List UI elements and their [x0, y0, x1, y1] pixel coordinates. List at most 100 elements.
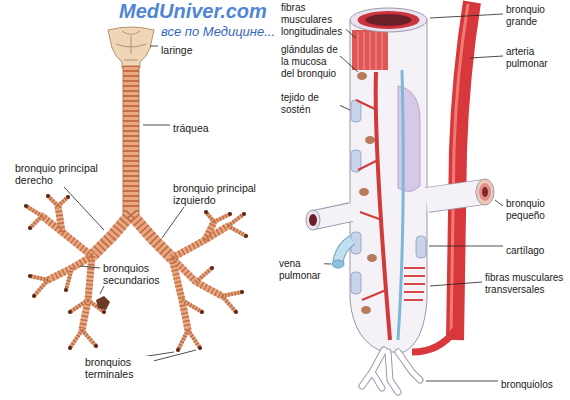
part-label: cartílago [505, 245, 545, 257]
label-slot: glándulas de la mucosa del bronquio [280, 44, 340, 81]
terminal-ends-part [28, 226, 32, 230]
terminal-ends-part [68, 346, 72, 350]
trachea [123, 66, 139, 218]
bronchus-opening [350, 8, 427, 32]
terminal-ends-part [242, 212, 246, 216]
terminal-ends-part [234, 310, 238, 314]
label-slot: fibras musculares transversales [484, 272, 566, 297]
terminal-ends-part [94, 344, 98, 348]
terminal-ends-part [28, 274, 32, 278]
label-slot: bronquiolos [500, 374, 566, 392]
small-bronchus [427, 192, 484, 200]
terminal-ends-part [244, 234, 248, 238]
part-label: fibras musculares transversales [484, 272, 566, 296]
small-bronchus-lumen [482, 187, 488, 197]
bronchus-wall [350, 20, 427, 352]
part-label: arteria pulmonar [505, 46, 565, 70]
side-bronchus-end [306, 210, 320, 230]
cartilage-plates-part [416, 236, 426, 258]
glands-part [365, 136, 375, 144]
part-label: bronquios terminales [84, 356, 154, 380]
terminal-ends-part [24, 204, 28, 208]
terminal-ends-part [204, 210, 208, 214]
longitudinal-fibres [352, 30, 388, 70]
label-slot: cartílago [505, 240, 565, 258]
terminal-ends [24, 194, 248, 352]
label-slot: MedUniver.com [118, 0, 288, 22]
part-label: bronquiolos [500, 379, 554, 391]
label-slot: bronquio grande [505, 4, 565, 29]
pulmonary-vein [338, 240, 352, 262]
label-slot: все по Медицине... [160, 22, 290, 40]
leader-lines-part [429, 246, 503, 247]
terminal-ends-part [68, 310, 72, 314]
label-slot: bronquio principal izquierdo [172, 182, 272, 208]
label-slot: bronquios terminales [84, 356, 154, 382]
part-label: glándulas de la mucosa del bronquio [280, 44, 340, 80]
terminal-ends-part [198, 346, 202, 350]
terminal-ends-part [210, 266, 214, 270]
label-slot: bronquios secundarios [102, 262, 166, 288]
larynx-detail [116, 31, 146, 60]
leader-lines-part [143, 125, 170, 126]
bronchioles [362, 350, 420, 392]
leader-lines-part [470, 56, 503, 58]
bronchus-tube [26, 196, 246, 350]
terminal-ends-part [66, 195, 70, 199]
glands-part [359, 188, 369, 196]
label-slot: arteria pulmonar [505, 46, 565, 71]
part-label: bronquio principal izquierdo [172, 182, 272, 206]
pulmonary-vein [338, 240, 352, 262]
bronchioles [362, 350, 420, 392]
transverse-fibres-part [404, 275, 425, 277]
bronchus-rings [92, 214, 172, 258]
fibre-lines [358, 32, 382, 70]
artery-twigs [356, 100, 386, 300]
transverse-fibres [404, 268, 425, 300]
bronchus-muscle-ring [358, 11, 420, 29]
pulmonary-artery-highlight [451, 4, 468, 336]
terminal-ends-part [176, 348, 180, 352]
transverse-fibres-part [404, 267, 425, 269]
bronchus-rings [26, 196, 246, 350]
small-bronchus-end [476, 179, 494, 205]
cartilage-plates [351, 100, 426, 294]
label-slot: tráquea [172, 118, 232, 136]
cartilage-plates-part [351, 100, 361, 122]
leader-lines-part [430, 14, 503, 18]
part-label: bronquio grande [505, 4, 565, 28]
glands-part [361, 306, 371, 314]
small-bronchus [426, 192, 484, 200]
bronchus-tube [92, 214, 172, 258]
part-label: bronquio principal derecho [14, 162, 114, 186]
leader-lines-part [80, 266, 100, 268]
bronchus-tube [42, 206, 228, 330]
terminal-ends-part [200, 310, 204, 314]
part-label: bronquios secundarios [102, 262, 166, 286]
terminal-ends-part [46, 194, 50, 198]
part-label: fibras musculares longitudinales [280, 2, 346, 38]
watermark: MedUniver.com [118, 0, 268, 22]
side-bronchus-lumen [309, 214, 317, 226]
transverse-fibres-part [404, 291, 424, 293]
transverse-fibres-part [404, 283, 425, 285]
label-slot: bronquio pequeño [505, 198, 565, 223]
leader-lines-part [100, 286, 104, 294]
leader-lines-part [64, 187, 104, 230]
label-slot: vena pulmonar [278, 258, 324, 283]
terminal-ends-part [102, 310, 106, 314]
transverse-fibres-part [404, 299, 423, 301]
leader-lines-part [162, 207, 184, 238]
leader-lines-part [430, 282, 482, 286]
glands-part [367, 254, 377, 262]
label-slot: tejido de sostén [280, 92, 340, 117]
dark-node [96, 296, 110, 310]
leader-lines-part [495, 200, 503, 206]
part-label: vena pulmonar [278, 258, 324, 282]
glands-part [357, 72, 367, 80]
bronchial-artery [376, 72, 390, 340]
terminal-ends-part [228, 212, 232, 216]
bronchus-lumen [366, 14, 412, 26]
leader-lines [64, 14, 503, 381]
pulmonary-artery [455, 2, 472, 340]
